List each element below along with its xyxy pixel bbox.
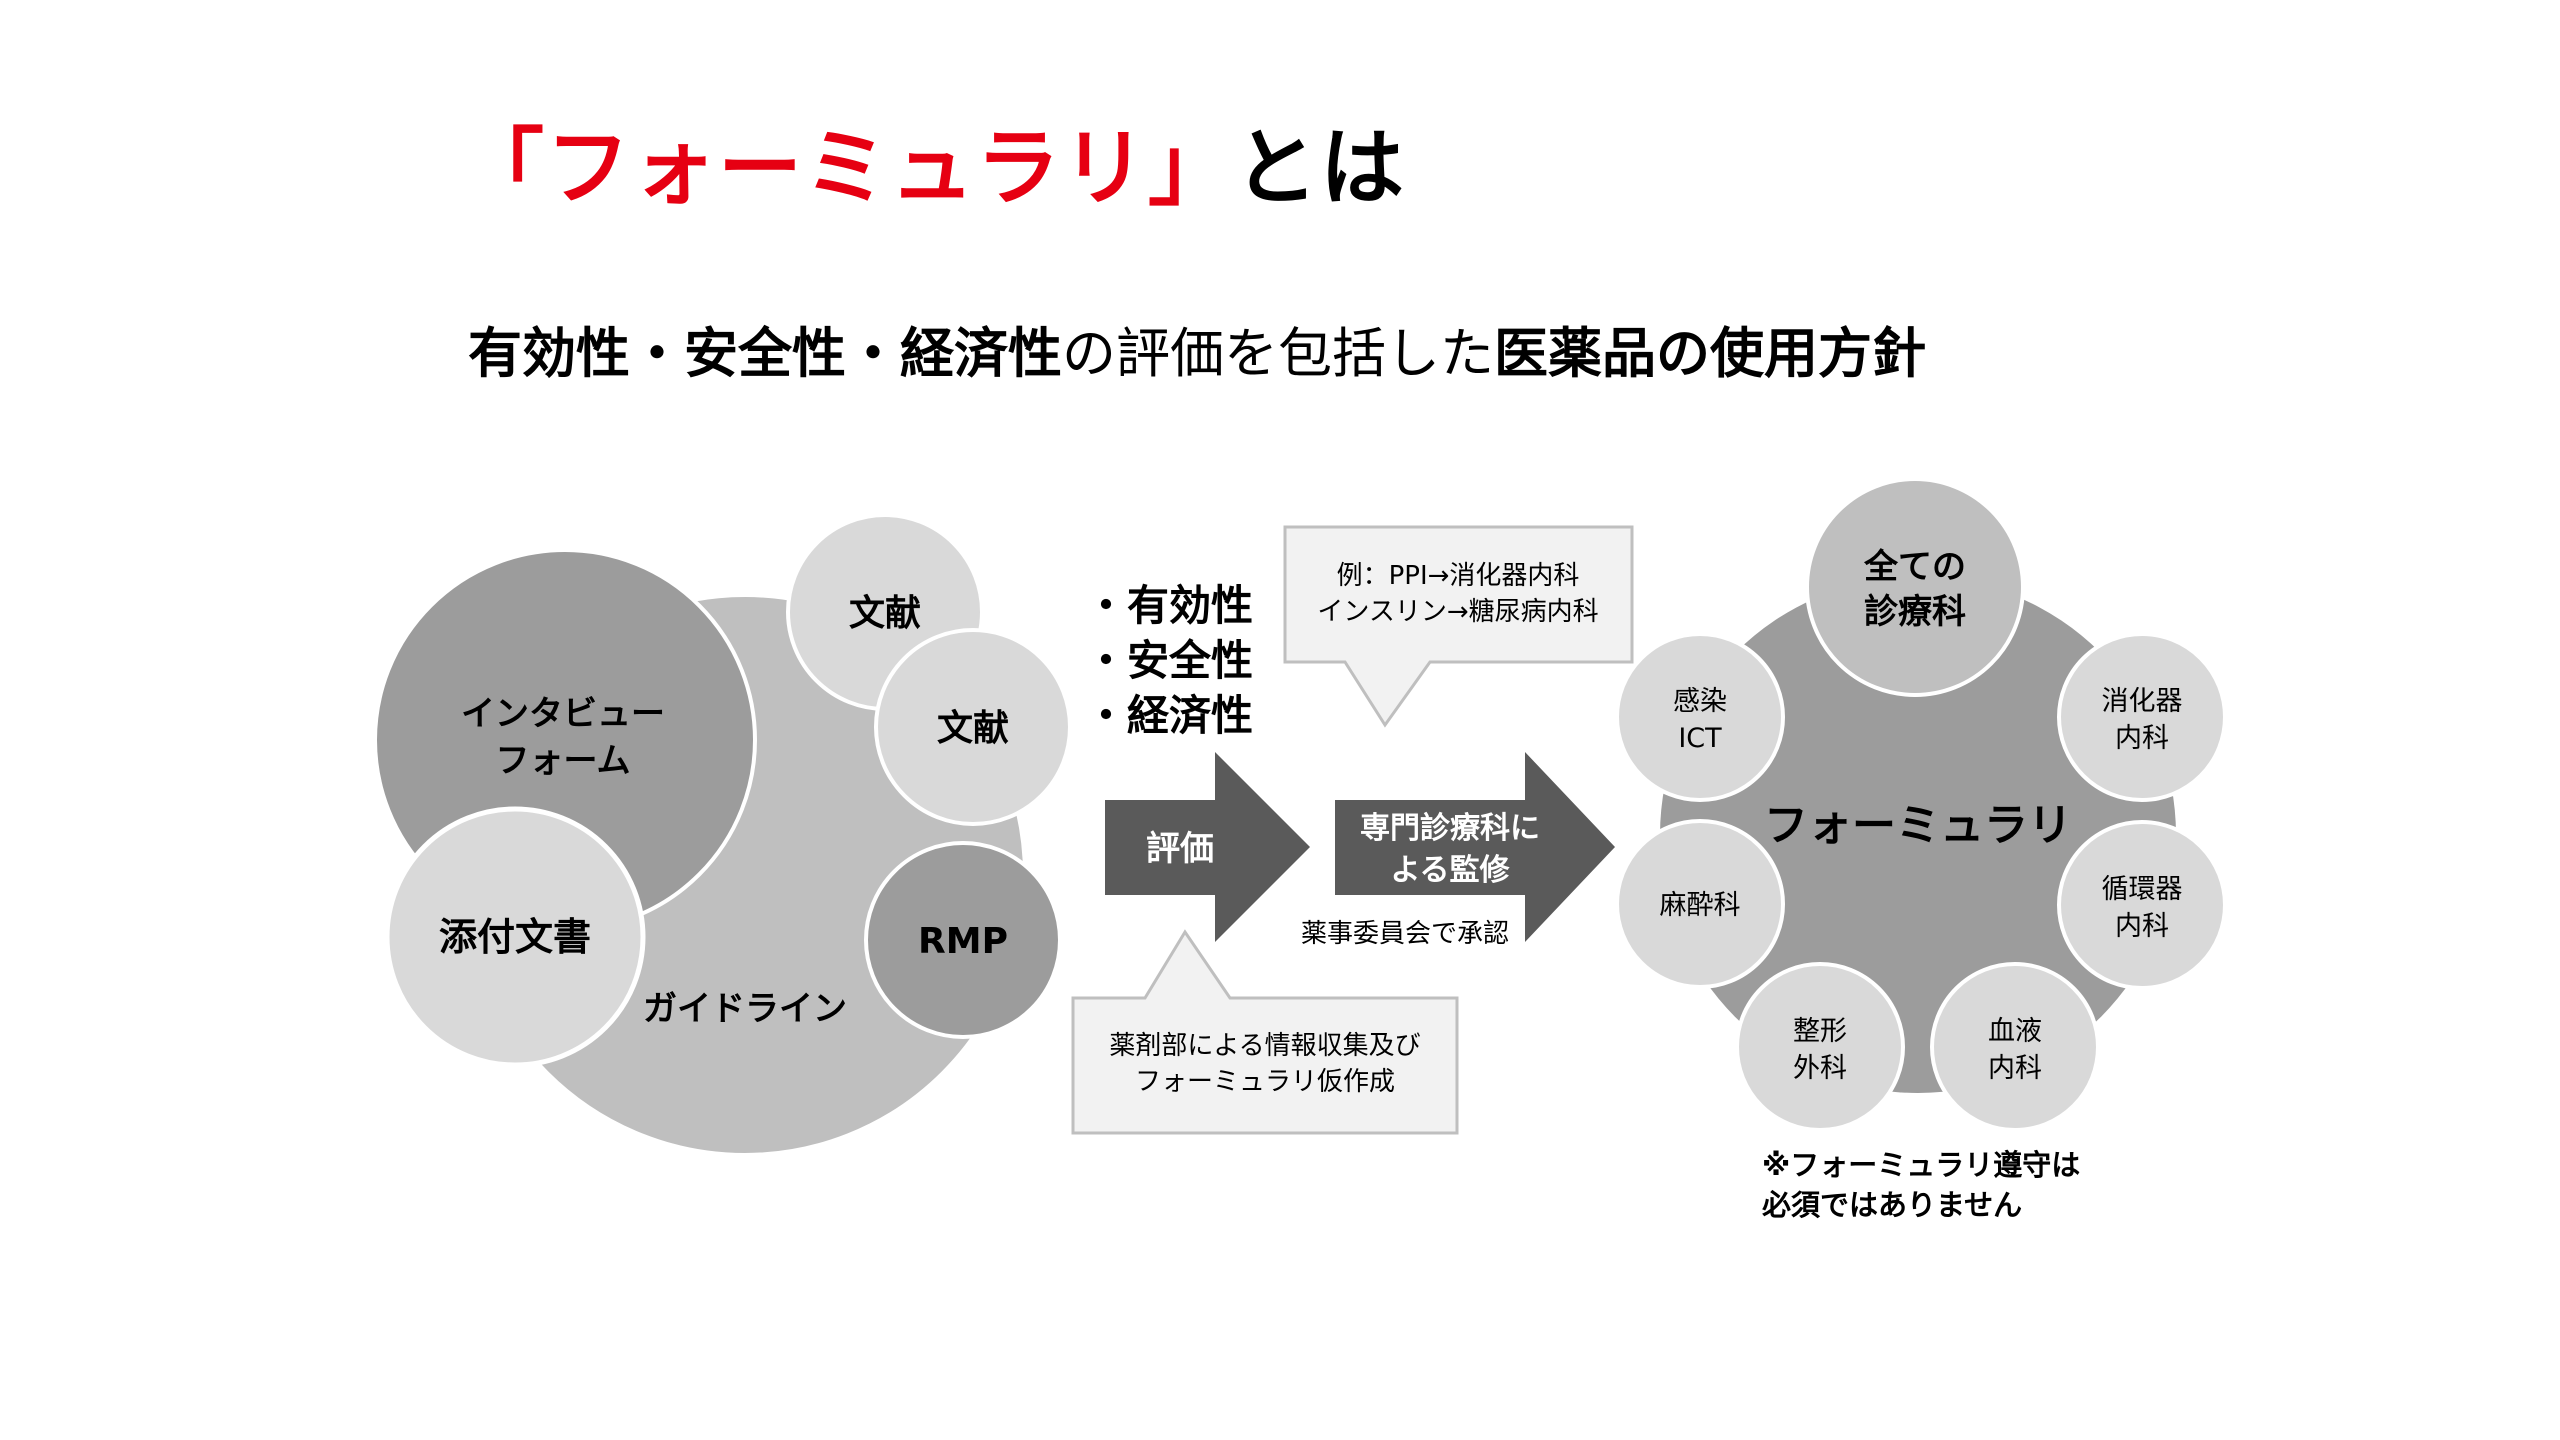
cardio-line1: 循環器 <box>2102 874 2183 905</box>
evaluate-label: 評価 <box>1146 829 1214 869</box>
literature-circle-2 <box>874 628 1072 826</box>
all-departments-line2: 診療科 <box>1864 592 1966 632</box>
all-departments-circle <box>1805 477 2025 697</box>
rmp-circle <box>864 841 1062 1039</box>
package-insert-circle <box>384 806 646 1068</box>
formulary-cluster: フォーミュラリ 全ての 診療科 消化器 内科 循環器 内科 血液 内科 整形 外… <box>1615 477 2227 1132</box>
criteria-efficacy: ・有効性 <box>1085 581 1253 630</box>
ict-line2: ICT <box>1678 723 1722 754</box>
approval-label: 薬事委員会で承認 <box>1301 919 1509 949</box>
evaluate-arrow <box>1105 752 1310 942</box>
page-title: 「フォーミュラリ」とは <box>460 118 1406 219</box>
hematology-circle <box>1930 962 2100 1132</box>
callout-pharmacy-line2: フォーミュラリ仮作成 <box>1135 1067 1395 1097</box>
page-subtitle: 有効性・安全性・経済性の評価を包括した医薬品の使用方針 <box>468 322 1926 387</box>
hematology-line2: 内科 <box>1988 1053 2042 1084</box>
supervise-label-line1: 専門診療科に <box>1360 811 1540 846</box>
subtitle-bold1: 有効性・安全性・経済性 <box>468 322 1062 385</box>
formulary-label: フォーミュラリ <box>1764 800 2072 851</box>
interview-label-line2: フォーム <box>496 741 631 781</box>
title-highlight: 「フォーミュラリ」 <box>460 119 1235 217</box>
callout-example-line2: インスリン→糖尿病内科 <box>1317 597 1598 627</box>
orthopedics-circle <box>1735 962 1905 1132</box>
literature-label-2: 文献 <box>937 708 1009 749</box>
title-rest: とは <box>1234 119 1407 217</box>
gi-line1: 消化器 <box>2102 686 2183 717</box>
callout-example <box>1283 525 1634 728</box>
gi-circle <box>2057 632 2227 802</box>
literature-label-1: 文献 <box>849 593 921 634</box>
criteria-list: ・有効性 ・安全性 ・経済性 <box>1085 581 1253 740</box>
cardio-circle <box>2057 820 2227 990</box>
gi-line2: 内科 <box>2115 723 2169 754</box>
ict-line1: 感染 <box>1673 686 1727 717</box>
criteria-safety: ・安全性 <box>1085 636 1253 685</box>
orthopedics-line1: 整形 <box>1793 1016 1847 1047</box>
callout-example-line1: 例：PPI→消化器内科 <box>1337 561 1580 591</box>
supervise-arrow <box>1335 752 1615 942</box>
interview-label-line1: インタビュー <box>461 694 665 734</box>
subtitle-normal: の評価を包括した <box>1062 322 1494 385</box>
note-line1: ※フォーミュラリ遵守は <box>1762 1148 2080 1182</box>
cardio-line2: 内科 <box>2115 911 2169 942</box>
subtitle-bold2: 医薬品の使用方針 <box>1494 322 1926 385</box>
anesthesia-circle <box>1615 819 1785 989</box>
anesthesia-label: 麻酔科 <box>1660 890 1741 921</box>
sources-cluster: ガイドライン 文献 文献 RMP インタビュー フォーム 添付文書 <box>373 513 1072 1157</box>
criteria-economy: ・経済性 <box>1085 691 1253 740</box>
package-insert-label: 添付文書 <box>439 915 591 959</box>
ict-circle <box>1615 632 1785 802</box>
all-departments-line1: 全ての <box>1863 547 1966 587</box>
orthopedics-line2: 外科 <box>1793 1053 1847 1084</box>
supervise-label-line2: よる監修 <box>1390 853 1510 888</box>
callout-pharmacy <box>1071 929 1459 1135</box>
formulary-circle <box>1660 577 2176 1093</box>
guideline-label: ガイドライン <box>643 989 847 1029</box>
callout-pharmacy-line1: 薬剤部による情報収集及び <box>1109 1031 1420 1061</box>
note-line2: 必須ではありません <box>1762 1188 2022 1222</box>
hematology-line1: 血液 <box>1988 1016 2042 1047</box>
rmp-label: RMP <box>918 921 1008 962</box>
